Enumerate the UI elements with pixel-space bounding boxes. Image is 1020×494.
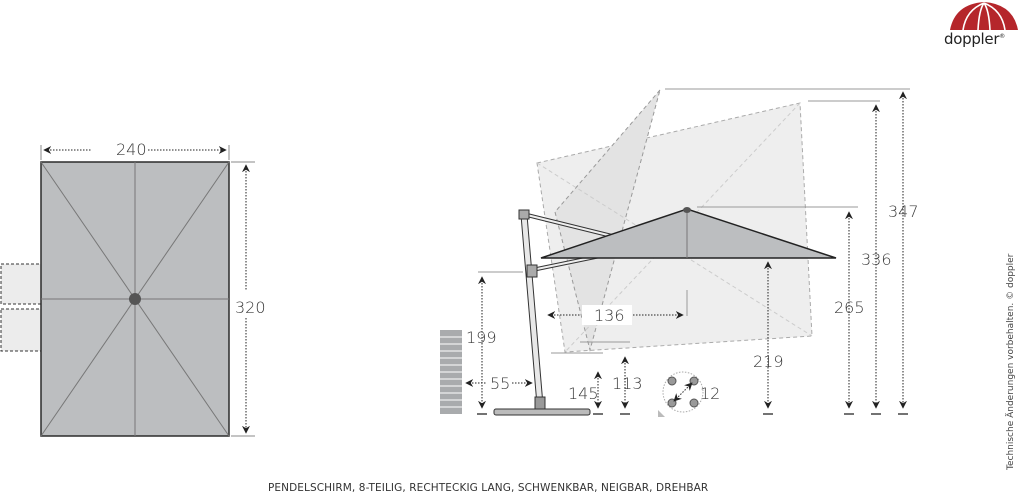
brand-name: doppler®: [944, 30, 1005, 48]
top-view: [0, 145, 255, 437]
guide-lines: [478, 88, 910, 354]
edge-height-label: 219: [753, 352, 784, 371]
doppler-logo-icon: [950, 2, 1018, 31]
arm-height-label: 199: [466, 328, 497, 347]
wall-distance-label: 55: [490, 374, 510, 393]
rotation-angle-label: 12: [700, 384, 720, 403]
pole-offset-label: 136: [594, 306, 625, 325]
rotation-icon: [658, 371, 704, 417]
legal-note: Technische Änderungen vorbehalten. © dop…: [1006, 253, 1016, 470]
canopy-side: [540, 207, 837, 259]
product-caption: PENDELSCHIRM, 8-TEILIG, RECHTECKIG LANG,…: [268, 482, 709, 494]
wall-icon: [440, 330, 462, 414]
dimension-arrows: [465, 91, 907, 409]
center-height-label: 265: [834, 298, 865, 317]
max-height-label: 347: [888, 202, 919, 221]
width-label: 240: [116, 140, 147, 159]
tilted-height-label: 336: [861, 250, 892, 269]
min-height-low-label: 145: [568, 384, 599, 403]
height-label: 320: [235, 298, 266, 317]
min-height-label: 113: [612, 374, 643, 393]
